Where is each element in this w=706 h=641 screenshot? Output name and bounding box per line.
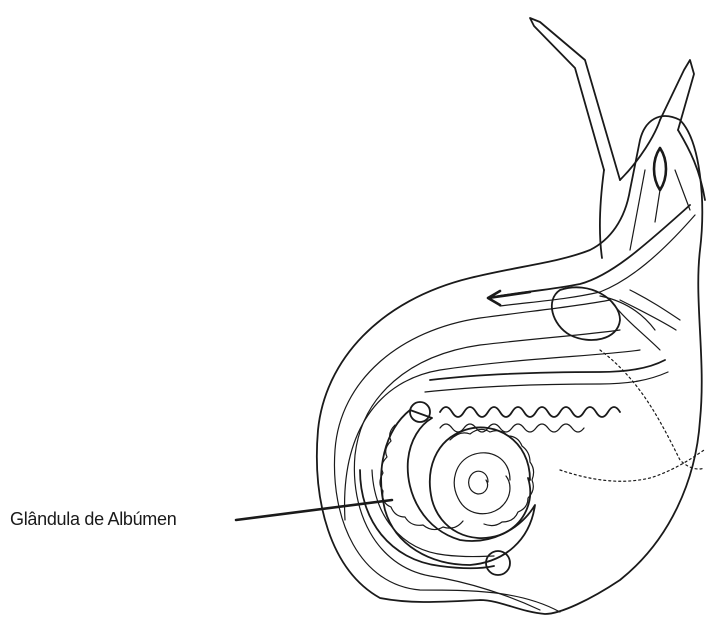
inner-spiral-outer [430, 427, 530, 538]
inner-spiral-scallops [450, 429, 534, 525]
mantle-line-2 [600, 350, 704, 469]
gland-bulb [486, 551, 510, 575]
left-tentacle [530, 18, 620, 180]
inner-spiral-mid [454, 453, 510, 514]
inner-spiral-core [469, 471, 488, 494]
foot-line [560, 450, 704, 481]
cerebral-ganglion [654, 148, 666, 190]
duct-middle-2 [425, 372, 668, 392]
albumen-gland-pointer [236, 500, 392, 520]
nerve-lines [630, 170, 690, 250]
albumen-gland-label: Glândula de Albúmen [10, 509, 176, 530]
spermoviduct [440, 407, 620, 417]
albumen-gland-edge [380, 425, 463, 530]
accessory-glands [600, 290, 680, 350]
